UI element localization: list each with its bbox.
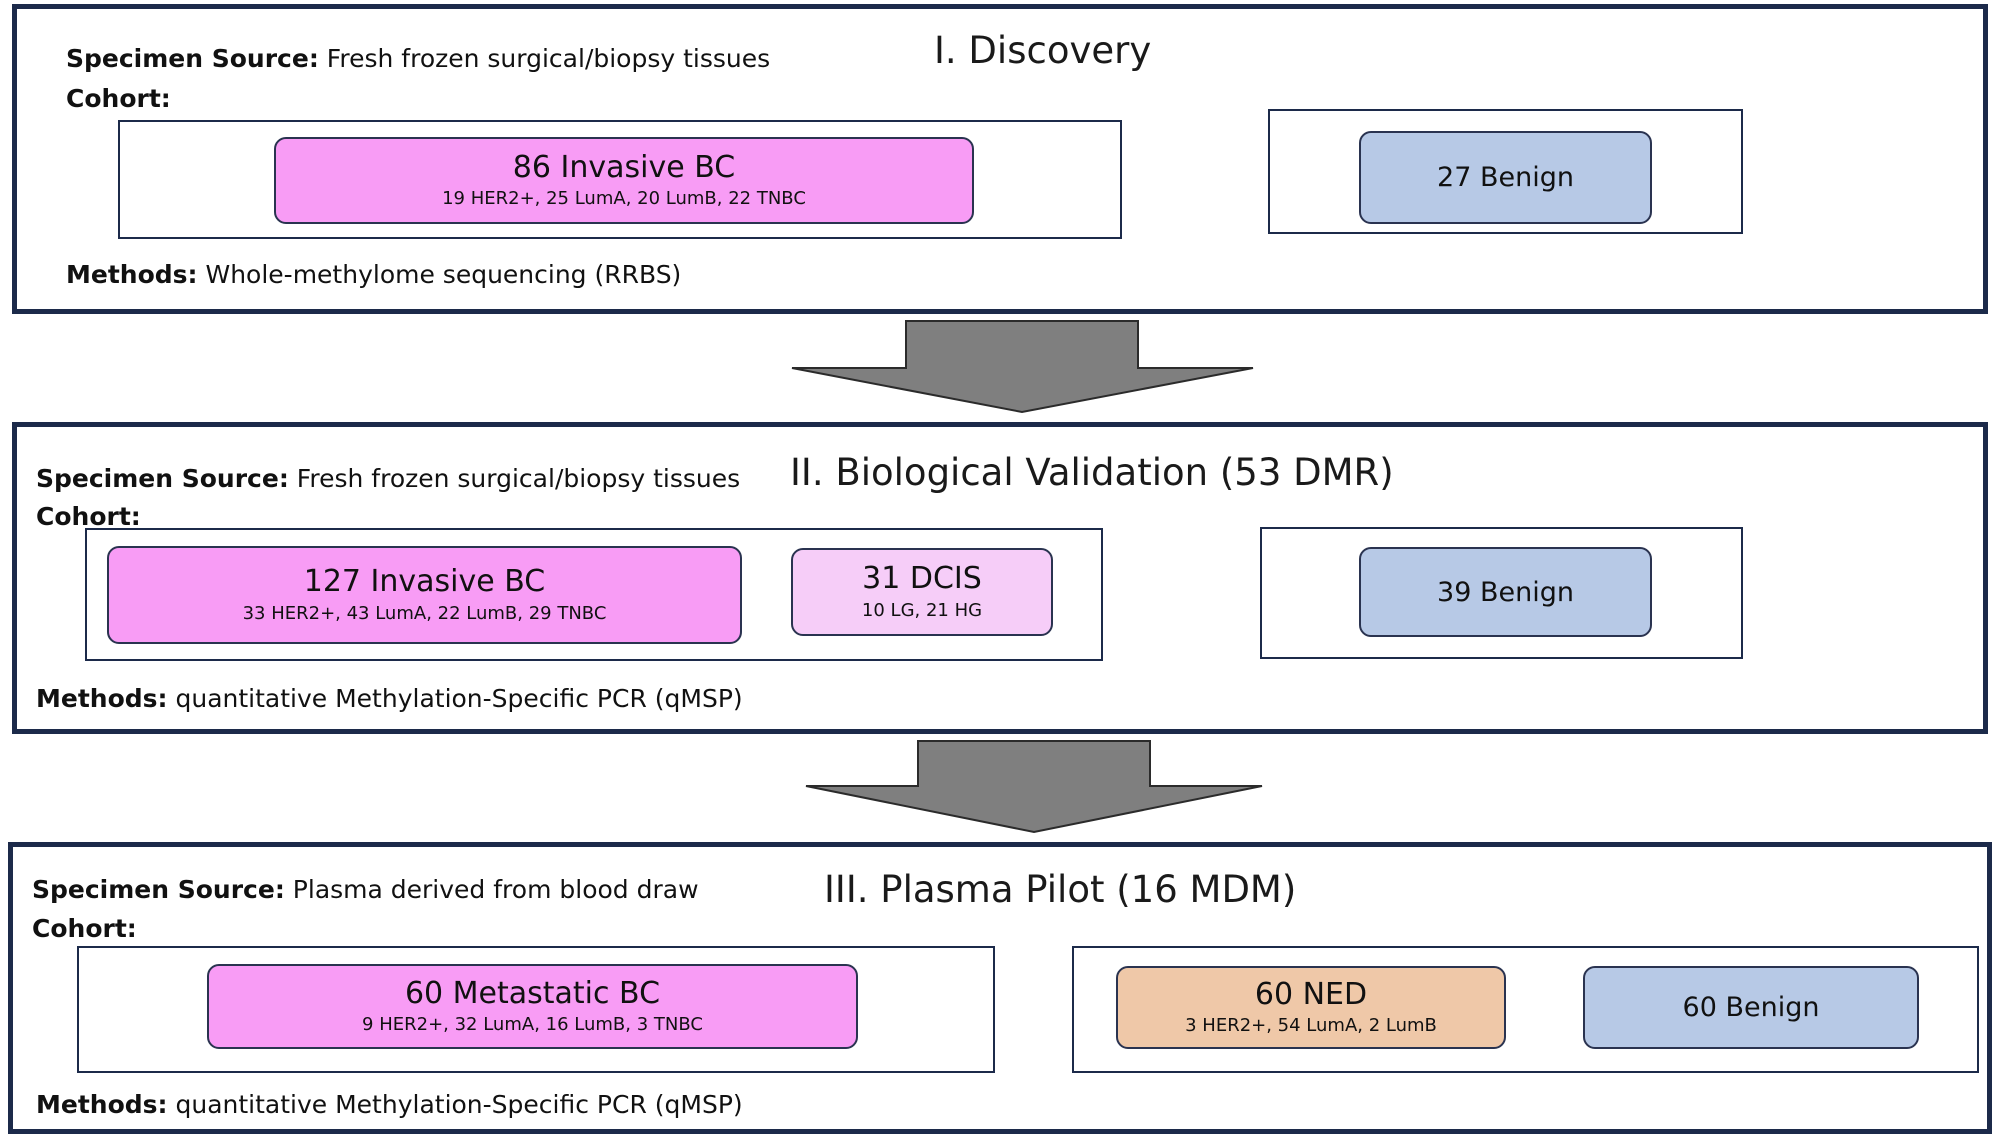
validation-benign-box: 39 Benign xyxy=(1359,547,1652,637)
methods-label: Methods: xyxy=(66,260,198,289)
discovery-specimen-value: Fresh frozen surgical/biopsy tissues xyxy=(326,44,771,73)
discovery-title: I. Discovery xyxy=(934,29,1152,72)
arrow-down-2 xyxy=(805,740,1263,834)
plasma-methods: Methods: quantitative Methylation-Specif… xyxy=(36,1090,743,1119)
discovery-cohort-label: Cohort: xyxy=(66,84,171,113)
plasma-title: III. Plasma Pilot (16 MDM) xyxy=(824,868,1297,911)
discovery-invasive-subtypes: 19 HER2+, 25 LumA, 20 LumB, 22 TNBC xyxy=(442,188,806,210)
plasma-specimen: Specimen Source: Plasma derived from blo… xyxy=(32,875,699,904)
plasma-specimen-value: Plasma derived from blood draw xyxy=(292,875,699,904)
plasma-ned-box: 60 NED 3 HER2+, 54 LumA, 2 LumB xyxy=(1116,966,1506,1049)
validation-methods-value: quantitative Methylation-Specific PCR (q… xyxy=(175,684,743,713)
plasma-ned-subtypes: 3 HER2+, 54 LumA, 2 LumB xyxy=(1185,1015,1437,1037)
validation-dcis-title: 31 DCIS xyxy=(862,561,982,597)
validation-title: II. Biological Validation (53 DMR) xyxy=(790,451,1394,494)
discovery-benign-box: 27 Benign xyxy=(1359,131,1652,224)
validation-invasive-subtypes: 33 HER2+, 43 LumA, 22 LumB, 29 TNBC xyxy=(242,602,607,624)
plasma-ned-title: 60 NED xyxy=(1254,976,1368,1012)
arrow-down-1 xyxy=(791,320,1254,414)
plasma-benign-box: 60 Benign xyxy=(1583,966,1919,1049)
discovery-invasive-title: 86 Invasive BC xyxy=(512,149,736,185)
plasma-metastatic-box: 60 Metastatic BC 9 HER2+, 32 LumA, 16 Lu… xyxy=(207,964,858,1049)
validation-invasive-title: 127 Invasive BC xyxy=(303,564,546,600)
validation-methods: Methods: quantitative Methylation-Specif… xyxy=(36,684,743,713)
validation-dcis-box: 31 DCIS 10 LG, 21 HG xyxy=(791,548,1053,636)
plasma-metastatic-subtypes: 9 HER2+, 32 LumA, 16 LumB, 3 TNBC xyxy=(362,1014,703,1036)
plasma-benign-label: 60 Benign xyxy=(1682,992,1820,1023)
discovery-methods: Methods: Whole-methylome sequencing (RRB… xyxy=(66,262,681,287)
validation-dcis-subtypes: 10 LG, 21 HG xyxy=(861,599,983,621)
validation-specimen-value: Fresh frozen surgical/biopsy tissues xyxy=(296,464,741,493)
discovery-methods-value: Whole-methylome sequencing (RRBS) xyxy=(205,260,682,289)
plasma-cohort-label: Cohort: xyxy=(32,914,137,943)
plasma-metastatic-title: 60 Metastatic BC xyxy=(404,975,661,1011)
discovery-specimen: Specimen Source: Fresh frozen surgical/b… xyxy=(66,46,770,71)
validation-cohort-label: Cohort: xyxy=(36,502,141,531)
specimen-label: Specimen Source: xyxy=(66,44,319,73)
plasma-methods-value: quantitative Methylation-Specific PCR (q… xyxy=(175,1090,743,1119)
validation-invasive-box: 127 Invasive BC 33 HER2+, 43 LumA, 22 Lu… xyxy=(107,546,742,644)
discovery-invasive-box: 86 Invasive BC 19 HER2+, 25 LumA, 20 Lum… xyxy=(274,137,974,224)
discovery-benign-label: 27 Benign xyxy=(1437,162,1574,193)
validation-benign-label: 39 Benign xyxy=(1437,576,1574,608)
validation-specimen: Specimen Source: Fresh frozen surgical/b… xyxy=(36,464,741,493)
